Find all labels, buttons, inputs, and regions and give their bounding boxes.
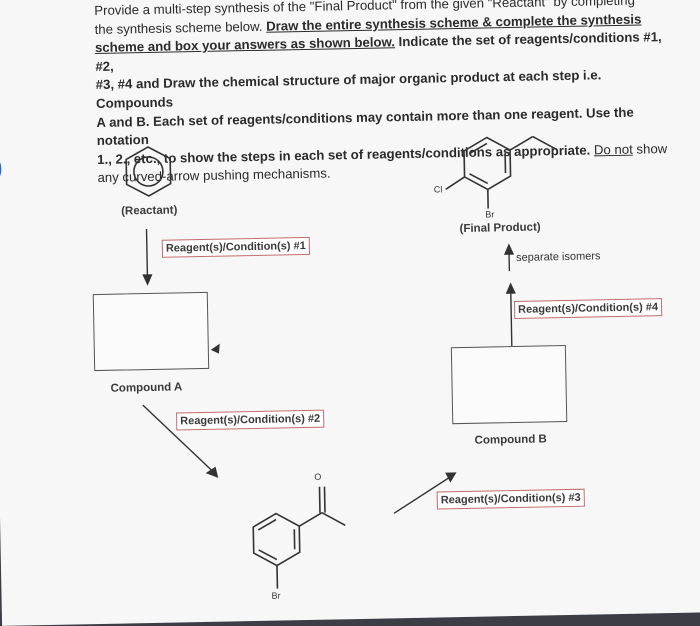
reactant-benzene [126, 147, 171, 197]
small-arrowhead [211, 344, 220, 354]
final-product-label: (Final Product) [459, 221, 540, 235]
reagent-2-box[interactable]: Reagent(s)/Condition(s) #2 [176, 410, 324, 431]
compound-a-answer-box[interactable] [93, 292, 209, 371]
reagent-4-box[interactable]: Reagent(s)/Condition(s) #4 [514, 298, 662, 319]
compound-b-label: Compound B [475, 433, 547, 446]
reagent-1-box[interactable]: Reagent(s)/Condition(s) #1 [162, 237, 310, 258]
bromine-label-ketone: Br [271, 591, 280, 601]
intermediate-ketone-structure [252, 486, 346, 589]
compound-a-label: Compound A [110, 381, 182, 394]
separate-isomers-label: separate isomers [516, 250, 601, 264]
bromine-label-final: Br [485, 209, 494, 219]
reagent-3-box[interactable]: Reagent(s)/Condition(s) #3 [437, 489, 585, 510]
reactant-label: (Reactant) [121, 204, 177, 217]
oxygen-label: O [314, 472, 321, 482]
arrow-step-1 [143, 229, 152, 284]
final-product-structure [445, 136, 557, 209]
chlorine-label: Cl [434, 184, 443, 194]
arrow-separate-isomers [505, 245, 513, 271]
compound-b-answer-box[interactable] [451, 345, 567, 424]
